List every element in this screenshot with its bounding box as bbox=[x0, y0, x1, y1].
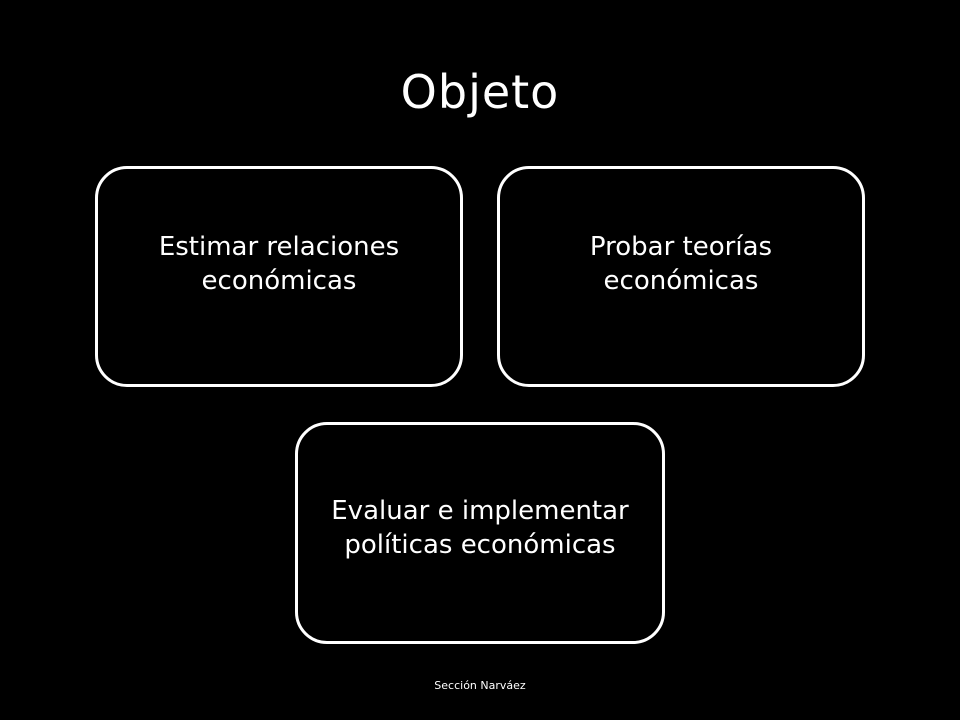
concept-box-evaluar: Evaluar e implementar políticas económic… bbox=[295, 422, 665, 644]
concept-box-probar: Probar teorías económicas bbox=[497, 166, 865, 387]
slide-footer: Sección Narváez bbox=[434, 679, 526, 692]
concept-box-estimar-label: Estimar relaciones económicas bbox=[158, 231, 400, 296]
concept-box-estimar: Estimar relaciones económicas bbox=[95, 166, 463, 387]
concept-box-evaluar-label: Evaluar e implementar políticas económic… bbox=[331, 496, 629, 560]
concept-box-probar-label: Probar teorías económicas bbox=[589, 231, 773, 296]
slide-title: Objeto bbox=[400, 65, 560, 119]
